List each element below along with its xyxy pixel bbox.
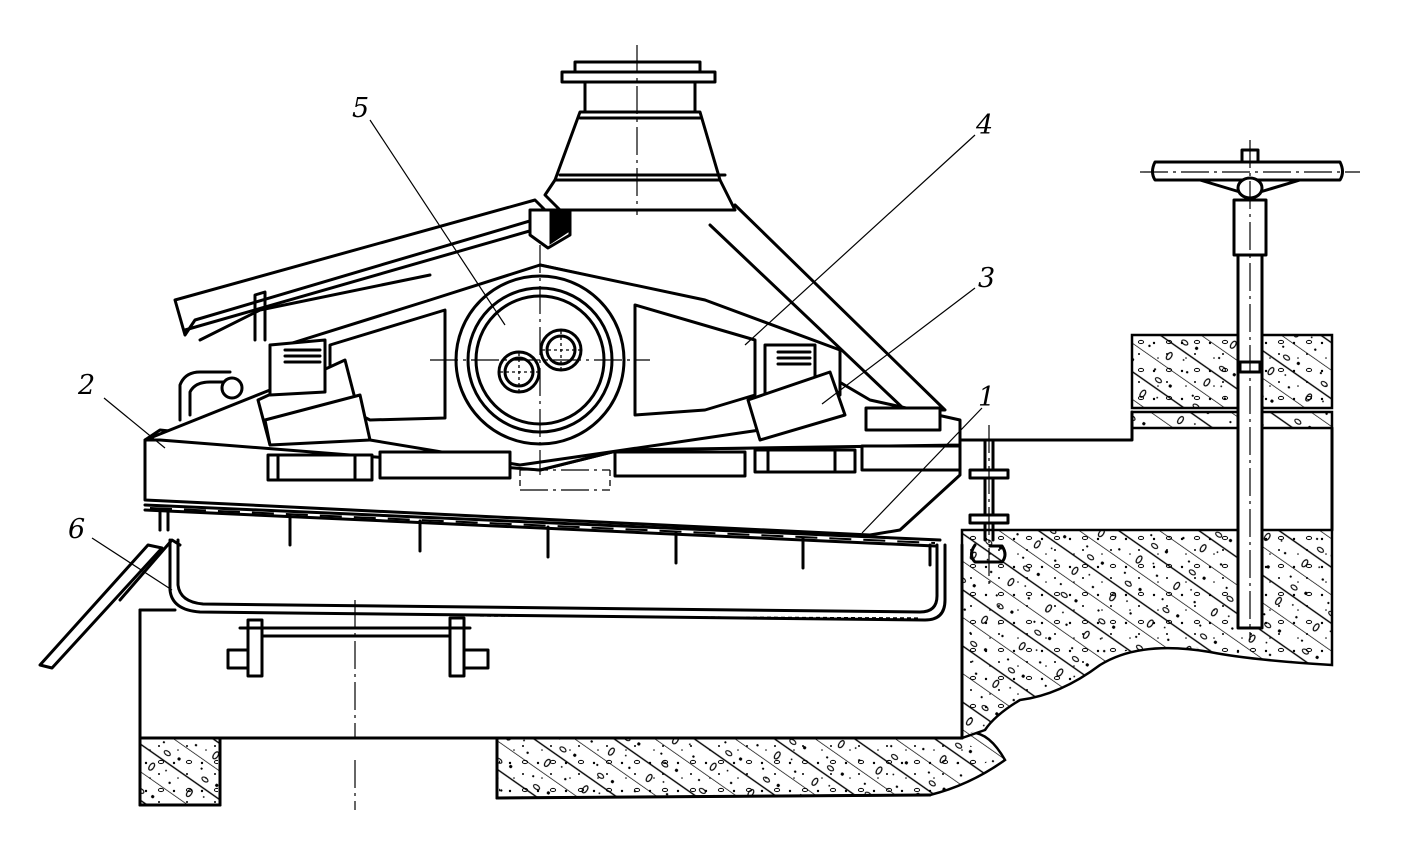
handwheel-spindle xyxy=(1140,140,1360,640)
callout-label-1: 1 xyxy=(978,382,995,413)
callout-label-5: 5 xyxy=(352,93,369,124)
callout-label-6: 6 xyxy=(68,514,85,545)
callout-leaders xyxy=(91,119,983,591)
foundation xyxy=(138,333,1334,807)
exciter xyxy=(430,245,650,475)
side-chute xyxy=(38,508,182,670)
base-housing xyxy=(138,538,964,810)
callout-label-4: 4 xyxy=(975,110,993,141)
clamp-bolt xyxy=(968,425,1010,585)
callout-label-3: 3 xyxy=(978,263,995,294)
callout-label-2: 2 xyxy=(77,370,95,401)
